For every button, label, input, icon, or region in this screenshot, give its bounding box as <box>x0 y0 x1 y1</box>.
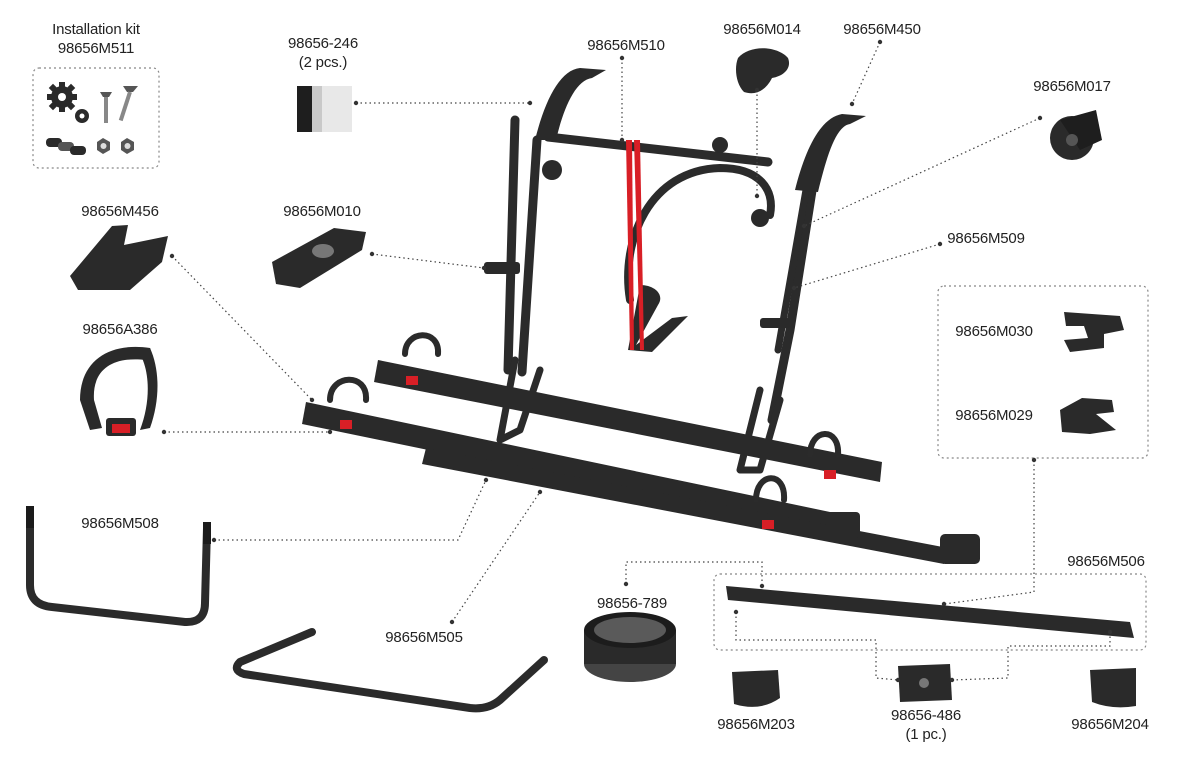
plate-98656-486-illustration <box>898 664 952 702</box>
label-98656M010: 98656M010 <box>283 203 361 220</box>
label-98656M203: 98656M203 <box>717 716 795 733</box>
label-98656M029: 98656M029 <box>955 407 1033 424</box>
chain-link-icon <box>46 138 86 155</box>
clamp-98656M010-illustration <box>272 228 366 288</box>
label-98656M505: 98656M505 <box>385 629 463 646</box>
label-98656M204: 98656M204 <box>1071 716 1149 733</box>
label-installation-kit-code: 98656M511 <box>57 40 135 57</box>
label-98656-486-qty: (1 pc.) <box>905 726 947 743</box>
label-98656-246-code: 98656-246 <box>288 35 358 52</box>
strap-98656A386-illustration <box>80 346 158 436</box>
label-98656-486-code: 98656-486 <box>891 707 961 724</box>
installation-kit-box <box>32 67 160 169</box>
bracket-set-box <box>937 285 1149 459</box>
rail-98656M506-illustration <box>726 586 1134 638</box>
knob-98656M017-illustration <box>1050 110 1102 160</box>
bike-rack-main-illustration <box>302 68 980 564</box>
pad-98656-246-illustration <box>297 86 352 132</box>
ubar-98656M508-illustration <box>26 506 211 627</box>
endcap-98656M204-illustration <box>1090 668 1136 708</box>
label-98656M017: 98656M017 <box>1033 78 1111 95</box>
label-98656M014: 98656M014 <box>723 21 801 38</box>
leader-lines <box>161 39 1113 683</box>
bracket-98656M029-illustration <box>1060 398 1116 434</box>
label-98656-246: 98656-246 (2 pcs.) <box>288 34 358 72</box>
screw-icon <box>100 86 138 123</box>
label-98656-789: 98656-789 <box>597 595 667 612</box>
gear-icon <box>47 82 89 123</box>
rail-set-box <box>713 573 1147 651</box>
bracket-98656M030-illustration <box>1064 312 1124 352</box>
label-98656M450: 98656M450 <box>843 21 921 38</box>
label-98656A386: 98656A386 <box>82 321 158 338</box>
label-installation-kit: Installation kit 98656M511 <box>52 20 140 58</box>
label-98656M456: 98656M456 <box>81 203 159 220</box>
label-98656-246-qty: (2 pcs.) <box>298 54 348 71</box>
label-98656-486: 98656-486 (1 pc.) <box>891 706 961 744</box>
endcap-98656M203-illustration <box>732 670 780 707</box>
nut-icon <box>97 138 134 154</box>
knob-98656M014-illustration <box>736 48 790 94</box>
wheel-holder-98656M456-illustration <box>70 225 168 290</box>
band-98656-789-illustration <box>584 612 676 682</box>
label-98656M030: 98656M030 <box>955 323 1033 340</box>
label-98656M510: 98656M510 <box>587 37 665 54</box>
label-98656M508: 98656M508 <box>81 515 159 532</box>
label-98656M506: 98656M506 <box>1067 553 1145 570</box>
label-installation-kit-title: Installation kit <box>52 21 140 38</box>
label-98656M509: 98656M509 <box>947 230 1025 247</box>
bar-98656M505-illustration <box>232 628 548 713</box>
